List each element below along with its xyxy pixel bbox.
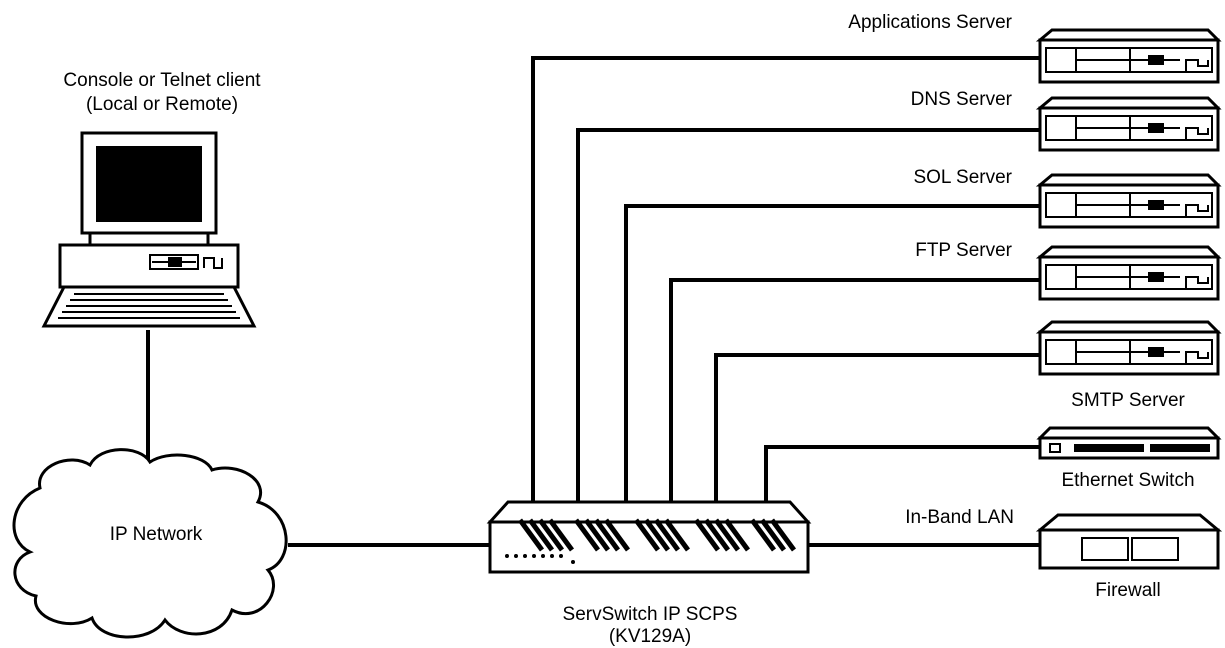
link-dns-server — [576, 128, 1040, 502]
ethernet-switch-icon — [1036, 426, 1222, 460]
drive-notch — [203, 257, 223, 269]
servswitch-device-icon — [486, 500, 812, 574]
switch-label-line1: ServSwitch IP SCPS — [563, 604, 738, 625]
ethernet-switch-led — [1049, 443, 1061, 453]
monitor-screen — [96, 146, 202, 222]
dns-server-icon — [1035, 96, 1222, 152]
client-label-line2: (Local or Remote) — [86, 94, 238, 115]
firewall-top — [1035, 513, 1223, 532]
drive-light — [168, 257, 182, 267]
link-applications-server — [531, 56, 1040, 502]
firewall-label: Firewall — [1095, 580, 1160, 601]
smtp-server-label: SMTP Server — [1071, 390, 1185, 411]
link-ftp-server — [669, 278, 1040, 502]
applications-server-label: Applications Server — [848, 12, 1012, 33]
monitor-stand — [88, 231, 210, 247]
link-ethernet-switch — [764, 445, 1040, 502]
client-label-line1: Console or Telnet client — [63, 70, 261, 91]
firewall-panel-right — [1131, 537, 1179, 561]
keyboard-keys — [58, 293, 240, 319]
sol-server-icon — [1035, 173, 1222, 229]
switch-vents — [517, 518, 797, 552]
applications-server-icon — [1035, 28, 1222, 84]
smtp-server-icon — [1035, 320, 1222, 376]
firewall-icon — [1035, 513, 1223, 570]
switch-label-line2: (KV129A) — [609, 626, 691, 647]
firewall-panel-left — [1081, 537, 1129, 561]
connection-lines — [146, 56, 1040, 547]
ftp-server-icon — [1035, 245, 1222, 301]
computer-icon — [41, 131, 257, 328]
link-smtp-server — [714, 353, 1040, 502]
cloud-icon — [12, 448, 288, 639]
in-band-lan-label: In-Band LAN — [905, 507, 1014, 528]
switch-leds — [505, 554, 575, 564]
servers-group — [1035, 28, 1222, 376]
link-sol-server — [624, 204, 1040, 502]
ethernet-switch-ports-a — [1074, 444, 1144, 452]
dns-server-label: DNS Server — [911, 89, 1013, 110]
network-label: IP Network — [110, 524, 203, 545]
ethernet-switch-label: Ethernet Switch — [1061, 470, 1194, 491]
switch-top — [486, 500, 812, 524]
sol-server-label: SOL Server — [913, 167, 1012, 188]
ethernet-switch-ports-b — [1150, 444, 1210, 452]
ftp-server-label: FTP Server — [915, 240, 1012, 261]
